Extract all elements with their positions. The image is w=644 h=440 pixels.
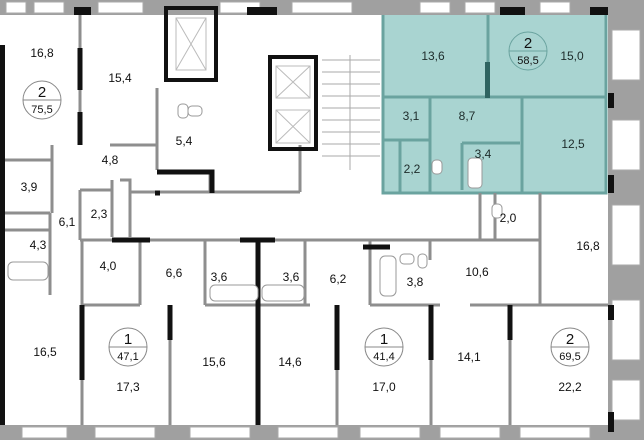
svg-text:58,5: 58,5 [517,55,538,67]
room-area: 15,6 [202,355,226,369]
bathtub-icon [7,261,49,281]
room-area: 6,6 [166,266,183,280]
interior-walls [5,6,608,425]
room-area: 15,4 [108,71,132,85]
apartment-badge: 269,5 [550,327,590,367]
room-area: 16,8 [576,239,600,253]
room-area: 4,3 [30,238,47,252]
svg-text:75,5: 75,5 [31,104,52,116]
room-area: 3,4 [475,147,492,161]
svg-text:2: 2 [566,331,574,348]
room-area: 16,5 [33,345,57,359]
svg-text:69,5: 69,5 [559,351,580,363]
toilet-icon [177,103,189,119]
svg-text:47,1: 47,1 [117,351,138,363]
room-area: 3,6 [211,270,228,284]
bathtub-icon [261,284,305,302]
apartment-badge: 275,5 [22,80,62,120]
svg-text:41,4: 41,4 [373,351,394,363]
bathtub-icon [467,157,483,189]
toilet-icon [417,253,428,269]
room-area: 15,0 [560,49,584,63]
sink-icon [399,253,415,265]
apartment-badge: 147,1 [108,327,148,367]
room-area: 13,6 [421,49,445,63]
room-area: 2,2 [404,162,421,176]
bathroom-fixtures [7,103,503,302]
apartment-highlighted[interactable] [381,15,608,195]
room-area: 4,0 [100,259,117,273]
room-area: 8,7 [459,109,476,123]
room-area: 6,1 [59,215,76,229]
room-area: 2,0 [500,211,517,225]
room-area: 3,9 [21,180,38,194]
toilet-icon [431,159,443,175]
room-area: 17,3 [116,380,140,394]
svg-text:2: 2 [524,35,532,52]
room-area: 22,2 [558,380,582,394]
room-area: 4,8 [102,153,119,167]
room-area: 17,0 [372,380,396,394]
svg-text:1: 1 [380,331,388,348]
room-area: 5,4 [176,134,193,148]
room-area: 6,2 [330,272,347,286]
bathtub-icon [379,255,397,297]
bathtub-icon [209,284,259,302]
room-area: 16,8 [30,46,54,60]
svg-text:2: 2 [38,84,46,101]
toilet-icon [491,203,503,219]
room-area: 10,6 [465,265,489,279]
room-area: 12,5 [561,137,585,151]
room-area: 14,6 [278,355,302,369]
room-area-labels: 16,8 15,4 5,4 4,8 3,9 2,3 6,1 4,3 4,0 6,… [21,46,600,394]
room-area: 14,1 [457,350,481,364]
svg-text:1: 1 [124,331,132,348]
sink-icon [187,105,203,117]
apartment-badge: 258,5 [508,31,548,71]
room-area: 2,3 [91,207,108,221]
room-area: 3,1 [403,109,420,123]
room-area: 3,6 [283,270,300,284]
apartment-badge: 141,4 [364,327,404,367]
room-area: 3,8 [407,275,424,289]
